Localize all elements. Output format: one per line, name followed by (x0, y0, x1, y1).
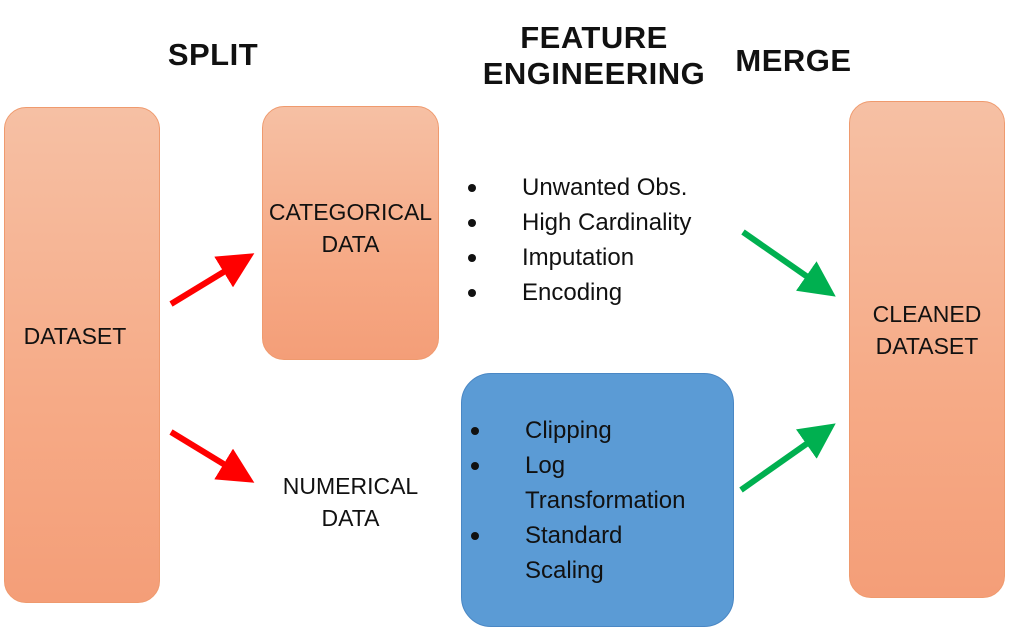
feature-heading-line2: ENGINEERING (482, 56, 706, 91)
bullet-icon (468, 184, 476, 192)
numerical-label-line2: DATA (321, 505, 380, 531)
cleaned-dataset-box (849, 101, 1005, 598)
step-text-line2: Transformation (525, 487, 686, 514)
bullet-icon (471, 427, 479, 435)
step-text-line1: Log (525, 452, 566, 479)
dataset-box (4, 107, 160, 603)
step-text: High Cardinality (522, 209, 692, 236)
feature-heading-line1: FEATURE (520, 20, 668, 55)
bullet-icon (468, 254, 476, 262)
split-heading: SPLIT (167, 37, 259, 72)
cleaned-dataset-label: CLEANED DATASET (849, 298, 1005, 362)
cleaned-label-line1: CLEANED (872, 301, 982, 327)
bullet-icon (471, 532, 479, 540)
categorical-label-line1: CATEGORICAL (268, 199, 433, 225)
bullet-icon (468, 219, 476, 227)
split-arrow-to-categorical (169, 253, 255, 307)
categorical-steps-list: Unwanted Obs. High Cardinality Imputatio… (468, 170, 692, 310)
bullet-icon (471, 462, 479, 470)
step-text-line2: Scaling (525, 557, 604, 584)
list-item: High Cardinality (468, 205, 692, 240)
list-item: Encoding (468, 275, 691, 310)
merge-arrow-from-numerical (739, 423, 836, 493)
categorical-label-line2: DATA (321, 231, 380, 257)
merge-arrow-from-categorical (741, 229, 836, 297)
numerical-feature-engineering-box (461, 373, 734, 627)
cleaned-label-line2: DATASET (875, 333, 979, 359)
merge-heading: MERGE (735, 43, 852, 78)
step-text: Clipping (525, 413, 686, 448)
step-text-line1: Standard (525, 522, 623, 549)
numerical-data-label: NUMERICAL DATA (262, 470, 439, 534)
step-text: Encoding (522, 279, 623, 306)
list-item: Unwanted Obs. (468, 170, 691, 205)
list-item: Imputation (468, 240, 691, 275)
dataset-label: DATASET (23, 323, 127, 349)
bullet-icon (468, 289, 476, 297)
step-text: Unwanted Obs. (522, 174, 688, 201)
numerical-label-line1: NUMERICAL (282, 473, 419, 499)
categorical-data-label: CATEGORICAL DATA (262, 196, 439, 260)
step-text-line1: Clipping (525, 417, 612, 444)
categorical-data-box (262, 106, 439, 360)
split-arrow-to-numerical (169, 429, 255, 483)
list-item: Clipping (471, 413, 686, 448)
feature-engineering-heading: FEATURE ENGINEERING (455, 20, 733, 92)
step-text: Imputation (522, 244, 635, 271)
